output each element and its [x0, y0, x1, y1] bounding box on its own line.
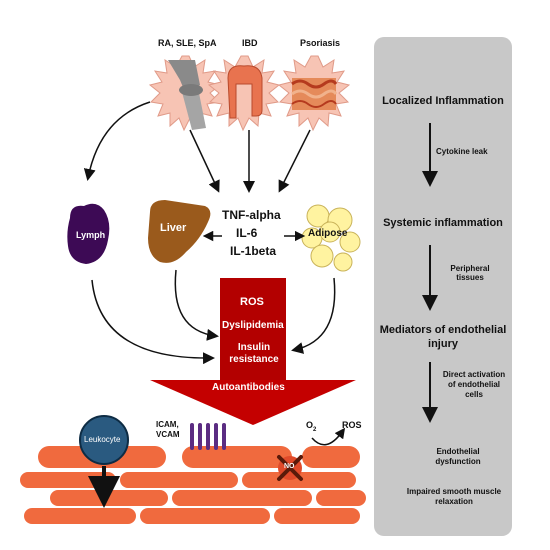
- arrow-lymph-to-box: [91, 279, 215, 365]
- o2-subscript: 2: [313, 426, 317, 433]
- cytokine-tnf-alpha: TNF-alpha: [222, 208, 281, 222]
- disease-label-ibd: IBD: [242, 38, 258, 48]
- organ-label-liver: Liver: [160, 222, 187, 234]
- organ-label-lymph: Lymph: [76, 230, 106, 240]
- mediators-down-arrow: [150, 380, 356, 425]
- cytokine-il-6: IL-6: [236, 226, 258, 240]
- liver-shape: [148, 200, 211, 263]
- ibd-intestine-icon: [207, 55, 281, 132]
- disease-label-ra: RA, SLE, SpA: [158, 38, 217, 48]
- o2-to-ros-arrow: [311, 427, 346, 446]
- ra-joint-icon: [148, 55, 222, 132]
- no-cross-icon: [277, 455, 303, 481]
- leukocyte-cell: [79, 415, 129, 465]
- sidebar-cytokine-leak: Cytokine leak: [436, 147, 488, 156]
- mediator-insulin-resistance: Insulin resistance: [229, 342, 279, 365]
- arrow-adipose-to-box: [291, 277, 336, 354]
- sidebar-impaired-relaxation: Impaired smooth muscle relaxation: [406, 487, 502, 506]
- smooth-muscle-layer: [20, 472, 366, 524]
- sidebar-direct-activation: Direct activation of endothelial cells: [442, 370, 506, 399]
- sidebar-panel: [374, 37, 512, 536]
- sidebar-systemic-inflammation: Systemic inflammation: [383, 217, 503, 229]
- mediator-dyslipidemia: Dyslipidemia: [222, 320, 284, 331]
- inflammation-diagram: [20, 55, 366, 524]
- mediators-box: [220, 278, 286, 382]
- ros-label: ROS: [342, 420, 362, 430]
- sidebar-arrows: [422, 123, 438, 423]
- icam-vcam-label: ICAM, VCAM: [156, 420, 180, 439]
- organ-label-adipose: Adipose: [308, 228, 348, 239]
- autoantibodies-label: Autoantibodies: [212, 382, 285, 393]
- psoriasis-skin-icon: [277, 55, 351, 132]
- cytokine-il-1beta: IL-1beta: [230, 244, 277, 258]
- endothelial-layer: [38, 446, 360, 468]
- adipose-cluster: [301, 204, 361, 272]
- sidebar-peripheral-tissues: Peripheral tissues: [450, 264, 490, 282]
- sidebar-mediators: Mediators of endothelial injury: [379, 324, 507, 350]
- sidebar-endothelial-dysfunction: Endothelial dysfunction: [435, 447, 481, 466]
- arrow-psoriasis-to-cytokines: [278, 129, 311, 193]
- leukocyte-label: Leukocyte: [84, 435, 121, 444]
- mediator-ros: ROS: [240, 296, 264, 308]
- arrow-ra-to-lymph: [83, 101, 151, 181]
- o2-text: O: [306, 420, 314, 430]
- disease-label-psoriasis: Psoriasis: [300, 38, 341, 48]
- sidebar-localized-inflammation: Localized Inflammation: [382, 95, 504, 107]
- arrow-liver-to-box: [174, 269, 219, 341]
- adhesion-molecules-icon: [190, 423, 226, 450]
- no-label: NO: [284, 463, 295, 470]
- lymph-node-shape: [67, 203, 110, 264]
- arrow-ra-to-cytokines: [189, 129, 220, 193]
- o2-label: O2: [306, 420, 316, 433]
